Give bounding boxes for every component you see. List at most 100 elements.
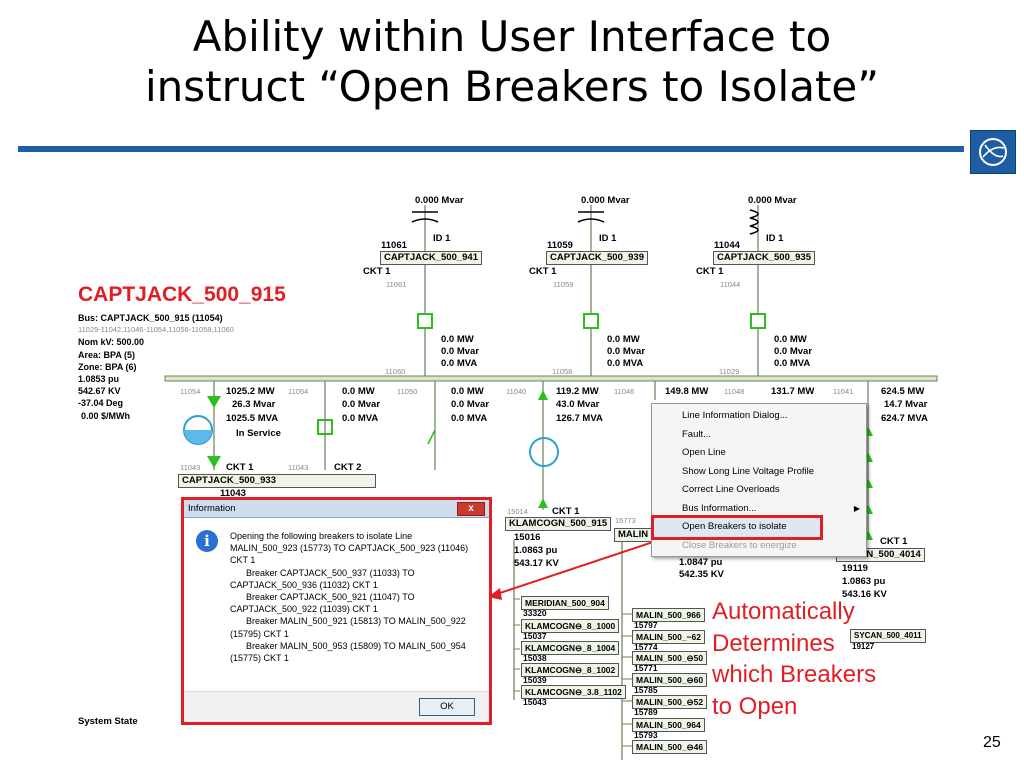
list-item-num: 15797 bbox=[634, 620, 658, 630]
branch-num: 11048 bbox=[724, 387, 745, 396]
shunt-1-ckt: CKT 1 bbox=[363, 266, 391, 277]
bus-info-zone: Zone: BPA (6) bbox=[78, 361, 137, 372]
list-item[interactable]: MALIN_500_⊖52 bbox=[632, 695, 708, 709]
shunt-1-mva: 0.0 MVA bbox=[441, 358, 478, 369]
dialog-line: Breaker CAPTJACK_500_921 (11047) TO bbox=[246, 592, 415, 603]
list-item[interactable]: KLAMCOGN⊖_8_1000 bbox=[521, 619, 620, 633]
slide-title-line2: instruct “Open Breakers to Isolate” bbox=[144, 62, 880, 111]
shunt-1-id: ID 1 bbox=[433, 233, 451, 244]
shunt-3-mw: 0.0 MW bbox=[774, 334, 807, 345]
menu-item-open-line[interactable]: Open Line bbox=[682, 447, 726, 458]
shunt-3-mvar: 0.000 Mvar bbox=[748, 195, 797, 206]
list-item[interactable]: MALIN_500_−62 bbox=[632, 630, 705, 644]
shunt-1-sub: 11061 bbox=[386, 280, 407, 289]
dialog-line: CKT 1 bbox=[230, 555, 256, 566]
callout-line: to Open bbox=[712, 692, 798, 720]
bus-number: 15773 bbox=[615, 516, 636, 525]
shunt-2-ckt: CKT 1 bbox=[529, 266, 557, 277]
list-item[interactable]: MALIN_500_⊖50 bbox=[632, 651, 708, 665]
dialog-title: Information bbox=[184, 500, 489, 518]
branch-2-mvar: 0.0 Mvar bbox=[342, 399, 381, 410]
connector-lines bbox=[514, 598, 632, 747]
dialog-close-button[interactable]: x bbox=[457, 502, 485, 516]
list-item[interactable]: MALIN_500_⊖46 bbox=[632, 740, 708, 754]
branch-1-mw: 1025.2 MW bbox=[226, 386, 275, 397]
ckt-label: CKT 1 bbox=[552, 506, 580, 517]
list-item-num: 15785 bbox=[634, 685, 658, 695]
dialog-line: Breaker MALIN_500_921 (15813) TO MALIN_5… bbox=[246, 616, 466, 627]
callout-text: Automatically Determines which Breakers … bbox=[712, 596, 876, 722]
menu-item-show-voltage-profile[interactable]: Show Long Line Voltage Profile bbox=[682, 465, 815, 477]
malin-pu: 1.0847 pu bbox=[679, 557, 723, 568]
bus-info-kv: 542.67 KV bbox=[78, 386, 121, 397]
list-item-num: 15774 bbox=[634, 642, 658, 652]
page-number: 25 bbox=[983, 734, 1001, 751]
dialog-line: (15795) CKT 1 bbox=[230, 628, 289, 639]
branch-num: 11046 bbox=[614, 387, 635, 396]
shunt-connections bbox=[424, 205, 759, 376]
klamcogn-915-bus-box[interactable]: KLAMCOGN_500_915 bbox=[505, 517, 612, 531]
malin-bus-box[interactable]: MALIN bbox=[614, 528, 653, 542]
branch-7-mw: 624.5 MW bbox=[881, 386, 925, 397]
branch-num: 11041 bbox=[833, 387, 854, 396]
menu-item-line-information[interactable]: Line Information Dialog... bbox=[682, 410, 788, 421]
bus-number: 11043 bbox=[288, 463, 309, 472]
bus-number: 19127 bbox=[852, 642, 875, 651]
branch-1-mva: 1025.5 MVA bbox=[226, 413, 279, 424]
branch-4-mw: 119.2 MW bbox=[556, 386, 599, 397]
menu-item-open-breakers-to-isolate[interactable]: Open Breakers to isolate bbox=[651, 515, 823, 540]
open-switch-icon bbox=[427, 429, 436, 445]
shunt-3-busnum: 11044 bbox=[714, 240, 740, 251]
shunt-2-bus-box[interactable]: CAPTJACK_500_939 bbox=[546, 251, 648, 265]
captjack-933-bus-box[interactable]: CAPTJACK_500_933 bbox=[178, 474, 376, 488]
sycan-4011-bus-box[interactable]: SYCAN_500_4011 bbox=[850, 629, 926, 643]
shunt-3-ckt: CKT 1 bbox=[696, 266, 724, 277]
title-rule bbox=[18, 146, 964, 152]
list-item[interactable]: MALIN_500_⊖60 bbox=[632, 673, 708, 687]
menu-item-correct-overloads[interactable]: Correct Line Overloads bbox=[682, 484, 780, 495]
list-item-num: 15037 bbox=[523, 631, 547, 641]
dialog-line: CAPTJACK_500_922 (11039) CKT 1 bbox=[230, 604, 378, 615]
shunt-2-id: ID 1 bbox=[599, 233, 617, 244]
klam-kv: 543.17 KV bbox=[514, 558, 559, 569]
menu-item-bus-information[interactable]: Bus Information...▶ bbox=[652, 500, 866, 519]
branch-3-mva: 0.0 MVA bbox=[451, 413, 488, 424]
bus-number: 11029 bbox=[719, 367, 740, 376]
list-item[interactable]: KLAMCOGN⊖_8_1004 bbox=[521, 641, 620, 655]
shunt-3-mvar2: 0.0 Mvar bbox=[774, 346, 813, 357]
list-item[interactable]: MALIN_500_966 bbox=[632, 608, 705, 622]
malin-kv: 542.35 KV bbox=[679, 569, 724, 580]
shunt-3-bus-box[interactable]: CAPTJACK_500_935 bbox=[713, 251, 815, 265]
bus-number: 11058 bbox=[552, 367, 573, 376]
branch-3-mvar: 0.0 Mvar bbox=[451, 399, 490, 410]
shunt-1-mw: 0.0 MW bbox=[441, 334, 474, 345]
menu-item-label: Bus Information... bbox=[682, 502, 757, 514]
bus-number: 15014 bbox=[507, 507, 528, 516]
sycan-pu: 1.0863 pu bbox=[842, 576, 886, 587]
branch-1-status: In Service bbox=[236, 428, 281, 439]
menu-item-fault[interactable]: Fault... bbox=[682, 428, 712, 440]
shunt-3-sub: 11044 bbox=[720, 280, 741, 289]
bus-number: 11060 bbox=[385, 367, 406, 376]
list-item[interactable]: KLAMCOGN⊖_3.8_1102 bbox=[521, 685, 626, 699]
dialog-line: MALIN_500_923 (15773) TO CAPTJACK_500_92… bbox=[230, 543, 469, 554]
bus-name-heading: CAPTJACK_500_915 bbox=[78, 283, 286, 306]
list-item[interactable]: MERIDIAN_500_904 bbox=[521, 596, 609, 610]
bus-info-bus: Bus: CAPTJACK_500_915 (11054) bbox=[78, 313, 223, 323]
ok-button[interactable]: OK bbox=[419, 698, 475, 716]
shunt-1-bus-box[interactable]: CAPTJACK_500_941 bbox=[380, 251, 482, 265]
ckt-label: CKT 1 bbox=[880, 536, 908, 547]
context-menu: Line Information Dialog... Fault... Open… bbox=[651, 403, 867, 557]
klam-pu: 1.0863 pu bbox=[514, 545, 558, 556]
list-item[interactable]: MALIN_500_964 bbox=[632, 718, 705, 732]
branch-6-mw: 131.7 MW bbox=[771, 386, 815, 397]
branch-num: 11040 bbox=[506, 387, 527, 396]
shunt-2-mvar2: 0.0 Mvar bbox=[607, 346, 646, 357]
list-item[interactable]: KLAMCOGN⊖_8_1002 bbox=[521, 663, 620, 677]
branch-num: 11050 bbox=[397, 387, 418, 396]
bus-info-area: Area: BPA (5) bbox=[78, 349, 136, 360]
bus-info-panel: Bus: CAPTJACK_500_915 (11054) 11029-1104… bbox=[78, 312, 234, 422]
branch-7-mvar: 14.7 Mvar bbox=[884, 399, 928, 410]
reactor-icon bbox=[749, 209, 759, 235]
